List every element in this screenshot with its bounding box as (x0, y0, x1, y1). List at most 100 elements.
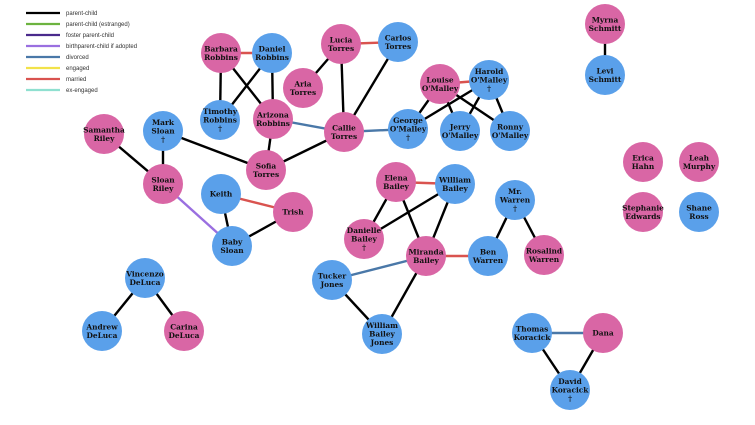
person-name-line: Murphy (683, 162, 716, 171)
legend-label: engaged (66, 66, 89, 72)
legend-label: married (66, 77, 86, 83)
person-name-line: Torres (253, 170, 279, 179)
legend-item: divorced (26, 55, 89, 61)
person-name-line: Schmitt (589, 75, 622, 84)
person-name-line: † (487, 84, 491, 93)
person-name-line: Daniel (259, 44, 286, 53)
legend-label: parent-child (estranged) (66, 22, 130, 28)
person-circle (420, 64, 460, 104)
person-name-line: Bailey (442, 184, 468, 193)
person-nodes: MyrnaSchmittLeviSchmittBarbaraRobbinsDan… (82, 4, 719, 410)
person-circle (321, 24, 361, 64)
person-name-line: Shane (686, 203, 712, 212)
person-name-line: Danielle (347, 226, 382, 235)
legend-label: birthparent-child if adopted (66, 44, 137, 50)
person-name-line: Warren (528, 255, 560, 264)
person-node-dana: Dana (583, 313, 623, 353)
person-circle (252, 33, 292, 73)
person-name-line: Torres (385, 42, 411, 51)
person-circle (283, 68, 323, 108)
legend-label: ex-engaged (66, 88, 98, 94)
person-circle (201, 33, 241, 73)
person-name-line: Jones (320, 280, 344, 289)
person-circle (679, 192, 719, 232)
person-name-line: Sloan (151, 175, 175, 184)
person-name-line: Carina (170, 322, 198, 331)
person-name-line: Thomas (516, 324, 549, 333)
person-name-line: Jerry (449, 122, 471, 131)
person-name-line: Robbins (204, 53, 238, 62)
person-circle (273, 192, 313, 232)
person-name-line: Stephanie (622, 203, 664, 212)
person-name-line: David (558, 377, 581, 386)
person-circle (200, 100, 240, 140)
person-name-line: † (161, 135, 165, 144)
person-name-line: Ben (480, 247, 497, 256)
person-name-line: William (365, 321, 398, 330)
person-name-line: Bailey (369, 330, 395, 339)
person-name-line: † (406, 133, 410, 142)
person-circle (84, 114, 124, 154)
person-name-line: † (218, 124, 222, 133)
person-name-line: Warren (499, 196, 531, 205)
person-circle (344, 219, 384, 259)
person-circle (468, 236, 508, 276)
person-circle (246, 150, 286, 190)
person-name-line: Timothy (203, 107, 238, 116)
person-name-line: O'Malley (422, 84, 459, 93)
person-name-line: Mr. (508, 187, 522, 196)
person-node-mrwarren: Mr.Warren† (495, 180, 535, 220)
legend-item: parent-child (estranged) (26, 22, 130, 28)
person-circle (212, 226, 252, 266)
person-name-line: Ronny (497, 122, 524, 131)
person-name-line: † (513, 204, 517, 213)
person-name-line: Torres (331, 132, 357, 141)
person-name-line: Keith (210, 190, 233, 199)
person-circle (143, 164, 183, 204)
person-name-line: Jones (370, 338, 394, 347)
person-name-line: Callie (332, 123, 356, 132)
legend-item: married (26, 77, 86, 83)
person-name-line: Baby (222, 237, 243, 246)
person-circle (512, 313, 552, 353)
person-name-line: Sloan (220, 246, 244, 255)
person-name-line: Aria (293, 79, 311, 88)
person-name-line: George (393, 116, 423, 125)
legend-item: birthparent-child if adopted (26, 44, 137, 50)
person-node-trish: Trish (273, 192, 313, 232)
person-name-line: DeLuca (169, 331, 200, 340)
person-circle (201, 174, 241, 214)
person-name-line: DeLuca (130, 278, 161, 287)
person-name-line: † (362, 243, 366, 252)
person-name-line: Levi (596, 66, 613, 75)
person-name-line: Robbins (255, 53, 289, 62)
legend-label: foster parent-child (66, 33, 114, 39)
person-name-line: Koracick (552, 386, 590, 395)
legend: parent-child parent-child (estranged) fost… (26, 11, 137, 94)
person-name-line: Erica (632, 153, 654, 162)
legend-item: parent-child (26, 11, 97, 17)
